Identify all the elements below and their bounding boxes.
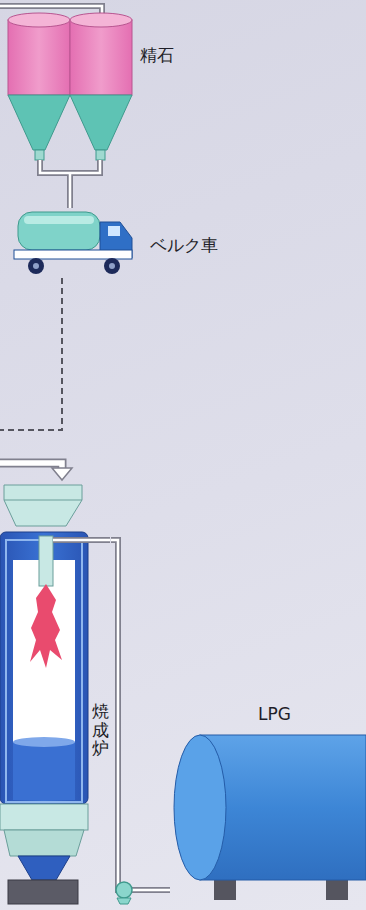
calcining-furnace-part bbox=[18, 856, 70, 880]
pump-symbol-part bbox=[117, 898, 131, 904]
connector-part bbox=[111, 540, 170, 890]
calcining-furnace-part bbox=[0, 532, 88, 804]
calcining-furnace-part bbox=[30, 584, 62, 668]
calcining-furnace-part bbox=[4, 485, 82, 526]
lpg-tank-part bbox=[174, 735, 226, 880]
silo-part bbox=[8, 95, 70, 150]
flow-connector bbox=[40, 160, 100, 208]
pump-symbol-part bbox=[116, 882, 132, 898]
calcining-furnace-part bbox=[39, 536, 53, 586]
silo-part bbox=[35, 150, 44, 160]
bulk-truck bbox=[14, 212, 132, 274]
calcining-furnace-part bbox=[4, 830, 84, 856]
silo-part bbox=[96, 150, 105, 160]
bulk-truck-part bbox=[18, 212, 100, 250]
connector-part bbox=[0, 278, 62, 430]
node-label: 焼成炉 bbox=[92, 702, 109, 758]
calcining-furnace bbox=[0, 485, 88, 904]
bulk-truck-part bbox=[104, 258, 120, 274]
flow-connector bbox=[111, 540, 170, 890]
silo-node: 精石 bbox=[5, 12, 185, 160]
calcining-furnace-part bbox=[0, 804, 88, 830]
silo-part bbox=[8, 20, 70, 95]
burner-pipe bbox=[53, 540, 110, 541]
calcining-furnace-part bbox=[13, 737, 75, 747]
connector-part bbox=[111, 540, 170, 890]
bulk-truck-part bbox=[24, 216, 94, 224]
node-label: LPG bbox=[258, 704, 291, 724]
silo bbox=[8, 13, 132, 160]
calcining-furnace-part bbox=[8, 880, 78, 904]
flow-connector bbox=[0, 278, 72, 480]
bulk-truck-part bbox=[33, 263, 39, 269]
connector-part bbox=[40, 160, 100, 208]
truck-node: ベルク車 bbox=[10, 208, 240, 278]
furnace-node: 焼成炉 bbox=[0, 480, 111, 908]
calcining-furnace-part bbox=[13, 742, 75, 800]
bulk-truck-part bbox=[28, 258, 44, 274]
bulk-truck-part bbox=[109, 263, 115, 269]
calcining-furnace-part bbox=[13, 560, 75, 800]
burner-pipe-part bbox=[53, 537, 110, 543]
lpg-tank bbox=[174, 735, 366, 900]
arrow-head bbox=[52, 468, 72, 480]
connector-part bbox=[40, 160, 100, 208]
node-label: ベルク車 bbox=[150, 235, 218, 255]
silo-part bbox=[70, 20, 132, 95]
silo-part bbox=[8, 13, 70, 27]
burner-pipe-part bbox=[53, 539, 110, 542]
node-label: 精石 bbox=[140, 45, 174, 65]
pump-symbol bbox=[116, 882, 132, 904]
silo-part bbox=[70, 95, 132, 150]
silo-part bbox=[70, 13, 132, 27]
tank-node: LPG bbox=[170, 700, 366, 908]
bulk-truck-part bbox=[108, 226, 120, 236]
calcining-furnace-part bbox=[4, 500, 82, 501]
bulk-truck-part bbox=[14, 250, 132, 259]
